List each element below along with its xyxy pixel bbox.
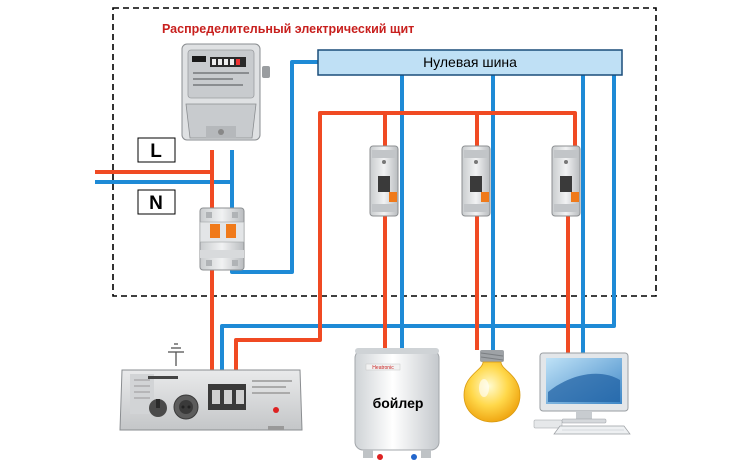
boiler-label: бойлер: [373, 395, 424, 411]
computer-icon: [533, 352, 631, 435]
branch-breaker-3: [551, 145, 581, 217]
neutral-bus: Нулевая шина: [317, 49, 623, 76]
voltage-stabilizer-icon: [119, 343, 303, 431]
neutral-label-box: N: [137, 189, 176, 215]
panel-title: Распределительный электрический щит: [162, 22, 414, 36]
water-heater-icon: Heatronic бойлер: [354, 348, 440, 460]
phase-wires: [95, 111, 577, 371]
light-bulb-icon: [463, 350, 521, 423]
branch-3-phase: [568, 111, 577, 146]
branch-breaker-1: [369, 145, 399, 217]
electricity-meter-icon: [181, 43, 270, 141]
neutral-bus-label: Нулевая шина: [423, 54, 517, 70]
neutral-wires: [95, 60, 616, 371]
line-label-box: L: [137, 137, 176, 163]
bus-to-stabilizer-neutral: [220, 74, 616, 371]
neutral-label: N: [149, 193, 163, 214]
branch-breaker-2: [461, 145, 491, 217]
line-label: L: [150, 141, 162, 162]
stabilizer-to-distribution-phase: [234, 111, 575, 371]
breaker-to-bus-neutral: [230, 60, 320, 274]
double-pole-breaker-icon: [199, 207, 245, 271]
ground-icon: [168, 343, 184, 366]
boiler-brand: Heatronic: [372, 365, 394, 371]
